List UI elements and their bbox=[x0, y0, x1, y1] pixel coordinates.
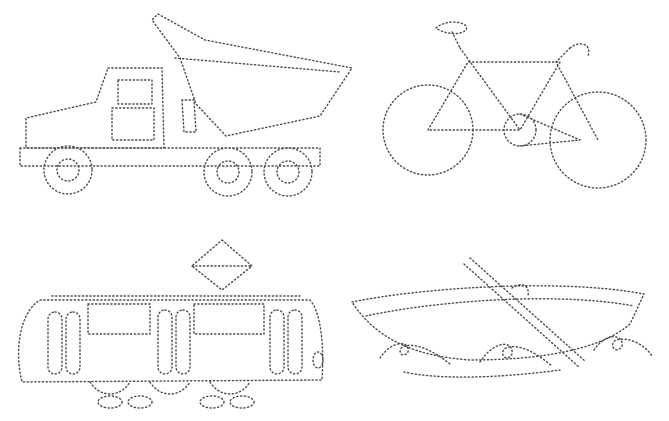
truck-window bbox=[117, 79, 153, 105]
tram-wheel-3 bbox=[199, 395, 225, 409]
boat-oar-shaft-2 bbox=[463, 263, 581, 369]
truck-tipper-edge bbox=[174, 57, 341, 73]
bicycle-fork bbox=[555, 47, 599, 141]
tram-wheel-2 bbox=[127, 395, 153, 409]
tram-door-right-2 bbox=[287, 309, 303, 375]
tram-skirt bbox=[89, 381, 251, 395]
truck-middle-wheel bbox=[203, 147, 253, 197]
truck-chassis bbox=[19, 147, 321, 167]
tram-door-left-1 bbox=[47, 311, 63, 375]
boat-wave-tail bbox=[403, 369, 561, 378]
truck-cab bbox=[25, 67, 165, 149]
boat-wave-left bbox=[379, 343, 451, 365]
truck-front-hub bbox=[56, 158, 80, 182]
truck-door bbox=[111, 107, 155, 141]
truck-piston bbox=[181, 99, 197, 133]
dump-truck bbox=[19, 13, 353, 197]
truck-rear-wheel bbox=[263, 147, 313, 197]
bicycle-seat-post bbox=[451, 31, 461, 49]
bicycle-front-wheel bbox=[549, 91, 647, 189]
boat-gunwale bbox=[365, 298, 635, 317]
tram-wheel-4 bbox=[229, 395, 255, 409]
boat-oar-lock bbox=[511, 284, 529, 297]
tram-door-left-2 bbox=[65, 311, 81, 375]
boat-wave-right bbox=[593, 336, 653, 357]
bicycle-seat bbox=[435, 21, 468, 35]
tram bbox=[17, 239, 324, 409]
truck-tipper bbox=[151, 13, 353, 137]
bicycle-handlebar bbox=[569, 43, 590, 57]
tram-headlight bbox=[312, 351, 324, 369]
boat-oar-shaft bbox=[469, 257, 587, 363]
tram-door-mid-1 bbox=[157, 309, 173, 375]
tram-door-right-1 bbox=[269, 309, 285, 375]
boat-wave-middle bbox=[479, 343, 553, 367]
truck-middle-hub bbox=[216, 160, 240, 184]
bicycle-frame bbox=[427, 61, 561, 131]
tram-window-left bbox=[87, 303, 151, 335]
boat-hull bbox=[351, 285, 645, 361]
tram-door-mid-2 bbox=[175, 309, 191, 375]
bicycle-seat-tube bbox=[459, 47, 521, 131]
truck-front-wheel bbox=[43, 145, 93, 195]
rowboat bbox=[351, 257, 653, 378]
tram-window-right bbox=[193, 303, 265, 335]
tram-pantograph bbox=[191, 239, 253, 291]
tram-wheel-1 bbox=[97, 395, 123, 409]
bicycle bbox=[382, 21, 647, 189]
truck-rear-hub bbox=[276, 160, 300, 184]
bicycle-chain bbox=[519, 113, 581, 147]
bicycle-chainring bbox=[503, 113, 537, 147]
tram-body bbox=[17, 299, 324, 383]
